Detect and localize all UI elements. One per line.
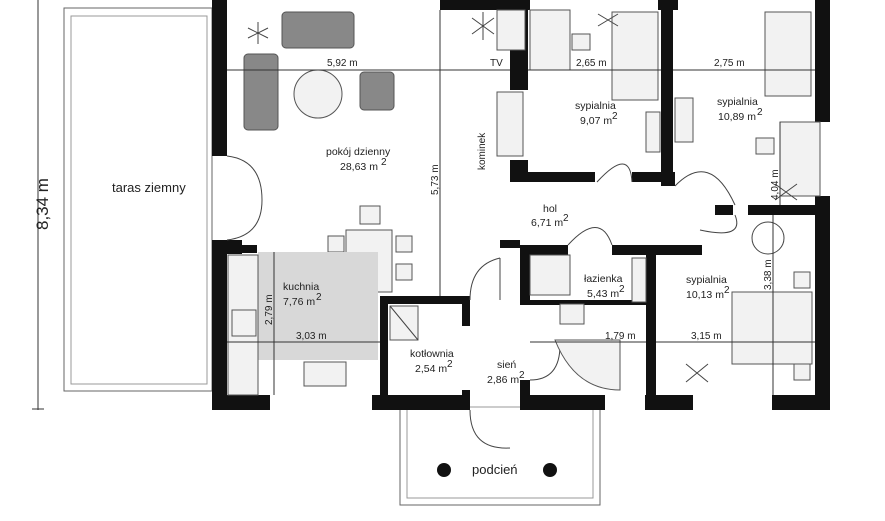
bedroom1-furniture <box>529 9 661 153</box>
kitchen-area: 7,76 m <box>283 296 315 308</box>
bathroom-width: 1,79 m <box>605 331 636 342</box>
plant-icon <box>597 13 619 27</box>
living-room-length: 5,73 m <box>430 164 441 195</box>
vestibule-area: 2,86 m <box>487 374 519 386</box>
overall-dimension-line: 8,34 m <box>32 0 52 410</box>
plant-icon <box>247 22 269 44</box>
plant-icon <box>685 363 709 383</box>
kitchen-length: 2,79 m <box>264 294 275 325</box>
living-room-area: 28,63 m <box>340 161 378 173</box>
hall-area: 6,71 m <box>531 217 563 229</box>
porch-label: podcień <box>472 462 518 477</box>
plant-icon <box>471 12 495 40</box>
fireplace-label: kominek <box>477 132 488 170</box>
living-room-width: 5,92 m <box>327 58 358 69</box>
bedroom1-width: 2,65 m <box>576 58 607 69</box>
vestibule-name: sień <box>497 359 516 371</box>
bedroom3-width: 3,15 m <box>691 331 722 342</box>
bedroom1-area: 9,07 m <box>580 115 612 127</box>
bedroom3-area: 10,13 m <box>686 289 724 301</box>
bedroom1-name: sypialnia <box>575 100 616 112</box>
kitchen-width: 3,03 m <box>296 331 327 342</box>
kitchen-fixtures <box>227 252 378 396</box>
porch-column <box>543 463 557 477</box>
bedroom3-length: 3,38 m <box>763 259 774 290</box>
porch: podcień <box>399 406 601 506</box>
plant-icon <box>774 183 798 201</box>
unit-superscript: 2 <box>563 213 569 224</box>
unit-superscript: 2 <box>519 370 525 381</box>
bedroom2-furniture <box>674 11 821 201</box>
boiler-room-name: kotłownia <box>410 348 454 360</box>
unit-superscript: 2 <box>757 107 763 118</box>
bathroom-area: 5,43 m <box>587 288 619 300</box>
terrace-label: taras ziemny <box>112 180 186 195</box>
bathroom-name: łazienka <box>584 273 623 285</box>
labels: 5,92 m TV kominek pokój dzienny 28,63 m … <box>264 58 781 386</box>
living-room-name: pokój dzienny <box>326 146 391 158</box>
boiler-fixtures <box>389 305 419 341</box>
tv-label: TV <box>490 58 503 69</box>
unit-superscript: 2 <box>619 284 625 295</box>
boiler-room-area: 2,54 m <box>415 363 447 375</box>
walls <box>212 0 830 410</box>
dimension-lines <box>227 10 815 395</box>
hall-name: hol <box>543 203 557 215</box>
bedroom3-name: sypialnia <box>686 274 727 286</box>
bathroom-fixtures <box>529 254 647 391</box>
unit-superscript: 2 <box>381 157 387 168</box>
terrace: taras ziemny <box>63 7 213 392</box>
kitchen-name: kuchnia <box>283 281 319 293</box>
porch-column <box>437 463 451 477</box>
overall-dimension-label: 8,34 m <box>33 178 52 230</box>
bedroom3-furniture <box>685 221 813 383</box>
bedroom2-length: 4,04 m <box>770 169 781 200</box>
unit-superscript: 2 <box>724 285 730 296</box>
unit-superscript: 2 <box>612 111 618 122</box>
unit-superscript: 2 <box>447 359 453 370</box>
bedroom2-name: sypialnia <box>717 96 758 108</box>
bedroom2-area: 10,89 m <box>718 111 756 123</box>
unit-superscript: 2 <box>316 292 322 303</box>
bedroom2-width: 2,75 m <box>714 58 745 69</box>
